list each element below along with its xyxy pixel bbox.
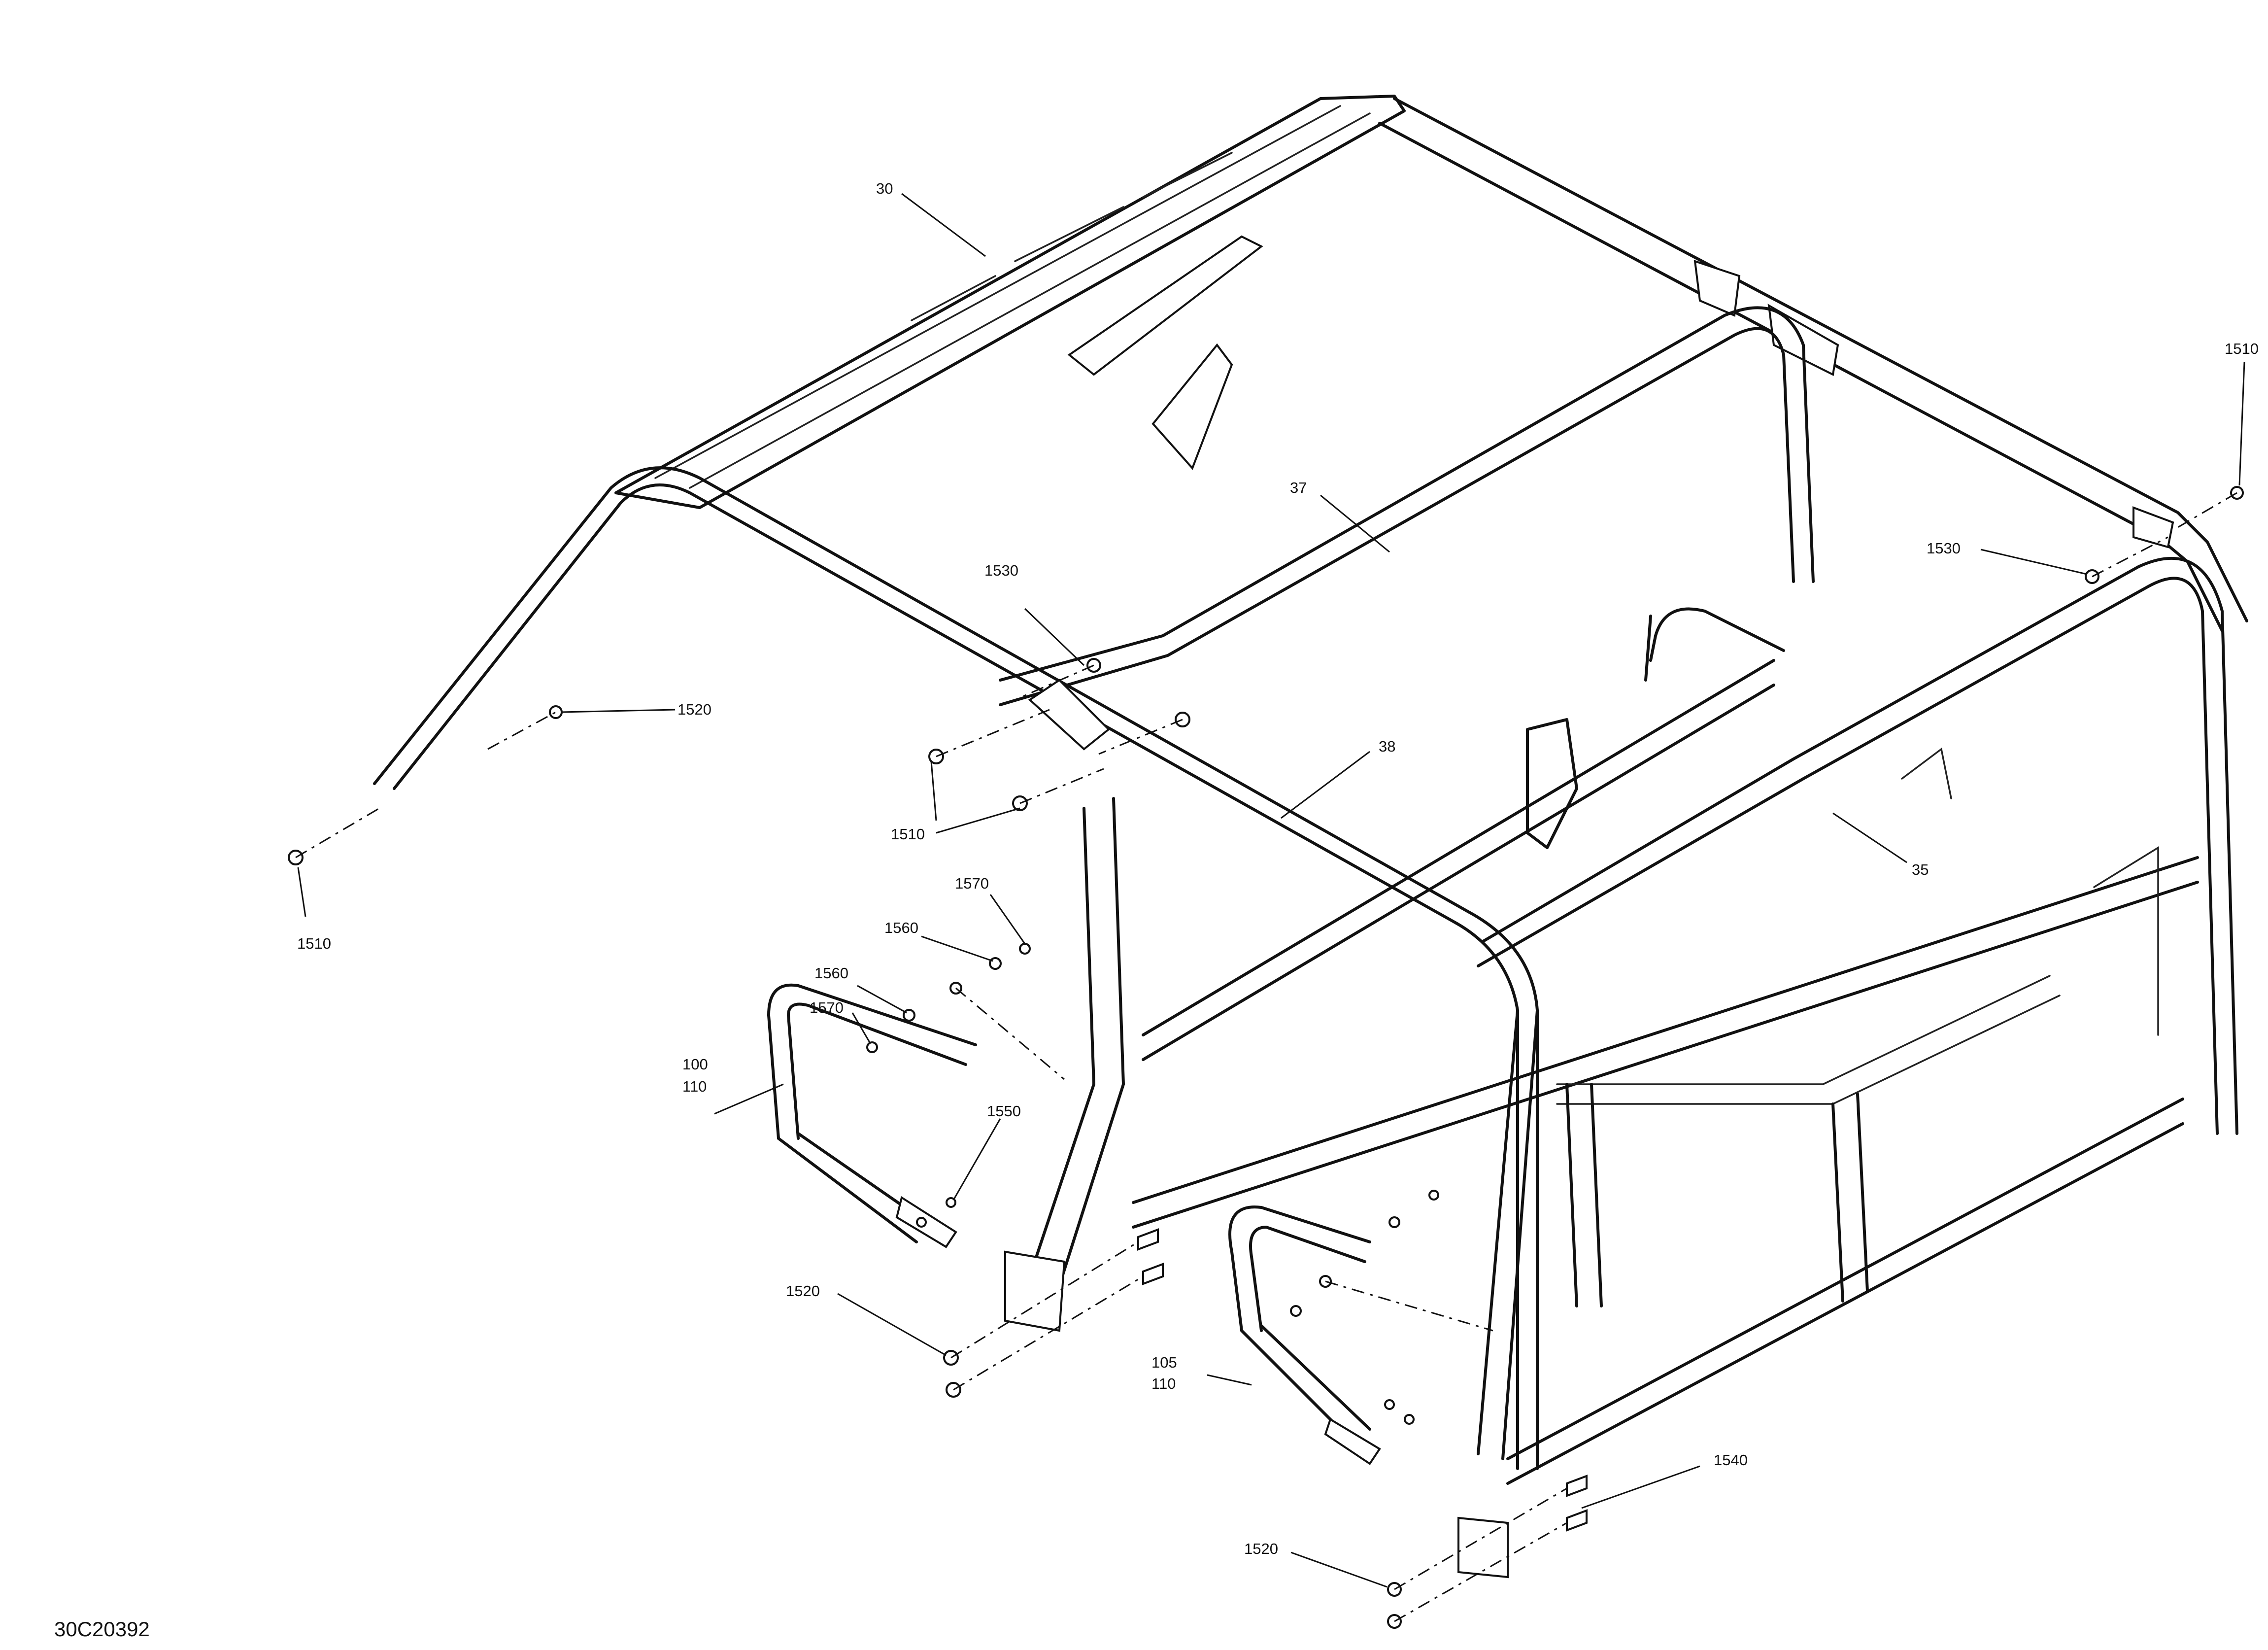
rear-hoop <box>999 306 2238 1135</box>
front-hoop <box>373 466 1539 1470</box>
callout-1540: 1540 <box>1714 1451 1748 1469</box>
callout-1520-top: 1520 <box>677 701 711 718</box>
callout-1570-b: 1570 <box>810 999 844 1016</box>
callout-110-a: 110 <box>682 1078 707 1095</box>
assembly-lines <box>295 492 2237 1622</box>
callout-1530-front: 1530 <box>984 562 1018 579</box>
leader-lines <box>297 193 2245 1588</box>
front-right-pillar <box>1457 1009 1539 1579</box>
callout-1520-mid: 1520 <box>786 1282 820 1300</box>
lower-frame <box>1132 659 2199 1485</box>
callout-1560-b: 1560 <box>814 964 848 982</box>
callout-35: 35 <box>1912 861 1929 878</box>
callout-1520-bottom: 1520 <box>1244 1540 1278 1557</box>
callout-1510-front: 1510 <box>891 825 925 843</box>
right-door-bar <box>1228 1205 1381 1465</box>
callout-105: 105 <box>1151 1354 1177 1371</box>
callout-100: 100 <box>682 1056 708 1073</box>
seat-back-bar <box>1526 607 1785 849</box>
callout-1530-right: 1530 <box>1927 540 1961 557</box>
front-left-pillar <box>1004 679 1125 1332</box>
diagram-code: 30C20392 <box>54 1617 150 1641</box>
callout-37: 37 <box>1290 479 1307 496</box>
callout-1560-a: 1560 <box>884 919 918 936</box>
callout-110-b: 110 <box>1151 1375 1176 1392</box>
callout-30: 30 <box>876 180 893 197</box>
left-door-bar <box>767 983 977 1248</box>
callout-1510-left: 1510 <box>297 935 331 952</box>
roof-panel <box>614 95 1406 509</box>
callout-38: 38 <box>1379 738 1395 755</box>
callout-labels: 30 37 38 35 1510 1520 1530 1530 1510 151… <box>297 180 2259 1557</box>
callout-1550: 1550 <box>987 1102 1021 1120</box>
callout-1570-a: 1570 <box>955 875 989 892</box>
callout-1510-right: 1510 <box>2225 340 2259 357</box>
fasteners <box>288 486 2244 1629</box>
